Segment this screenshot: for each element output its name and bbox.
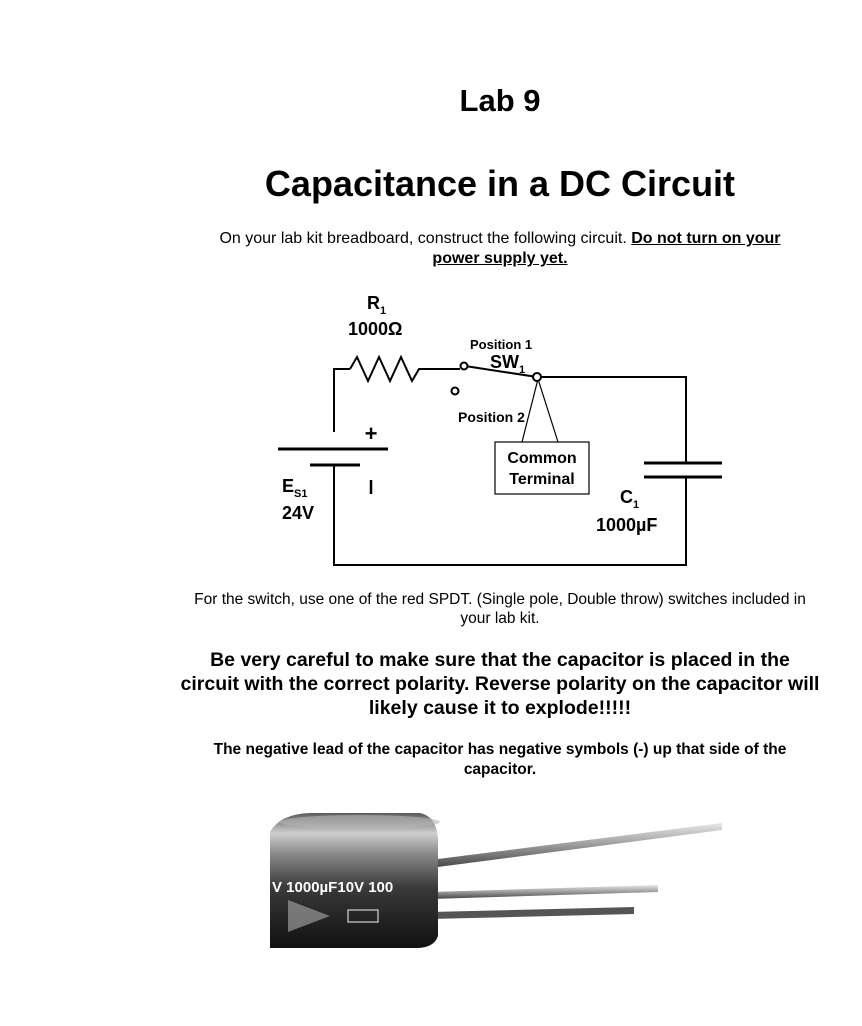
common-terminal-label-line1: Common	[507, 450, 576, 467]
battery-plus-sign: +	[365, 421, 378, 446]
polarity-arrow-icon	[288, 900, 330, 932]
position-2-label: Position 2	[458, 409, 525, 425]
intro-paragraph: On your lab kit breadboard, construct th…	[200, 229, 800, 269]
capacitor-photo: V 1000µF10V 100	[270, 813, 722, 948]
switch-contact-position-2	[450, 386, 460, 396]
switch-common-contact	[532, 372, 542, 382]
source-value: 24V	[282, 503, 314, 523]
common-terminal-label-line2: Terminal	[509, 471, 575, 488]
switch-note: For the switch, use one of the red SPDT.…	[194, 591, 806, 627]
resistor-value: 1000Ω	[348, 319, 402, 339]
switch-contact-position-1	[459, 361, 469, 371]
page-title: Capacitance in a DC Circuit	[264, 163, 736, 204]
polarity-warning: Be very careful to make sure that the ca…	[180, 649, 820, 719]
capacitor-lead-long	[430, 823, 722, 868]
lab-number: Lab 9	[459, 83, 541, 118]
source-label: ES1	[282, 476, 307, 500]
switch-label: SW1	[490, 352, 525, 376]
common-terminal-box	[494, 441, 590, 495]
negative-lead-note: The negative lead of the capacitor has n…	[213, 741, 787, 778]
resistor-symbol	[349, 354, 460, 384]
capacitor-marking: V 1000µF10V 100	[272, 879, 393, 896]
circuit-wires	[333, 354, 687, 566]
capacitor-label: C1	[620, 487, 639, 511]
circuit-diagram: Common Terminal R1 1000Ω Position 1 SW1 …	[278, 293, 722, 566]
capacitor-lead-short	[430, 885, 658, 899]
capacitor-value: 1000µF	[596, 515, 657, 535]
resistor-label: R1	[367, 293, 386, 317]
position-1-label: Position 1	[470, 337, 532, 352]
capacitor-lead-lower	[430, 907, 634, 919]
intro-emphasis: Do not turn on your power supply yet.	[432, 230, 781, 267]
intro-text: On your lab kit breadboard, construct th…	[219, 230, 632, 247]
polarity-stripe-box	[347, 909, 379, 923]
